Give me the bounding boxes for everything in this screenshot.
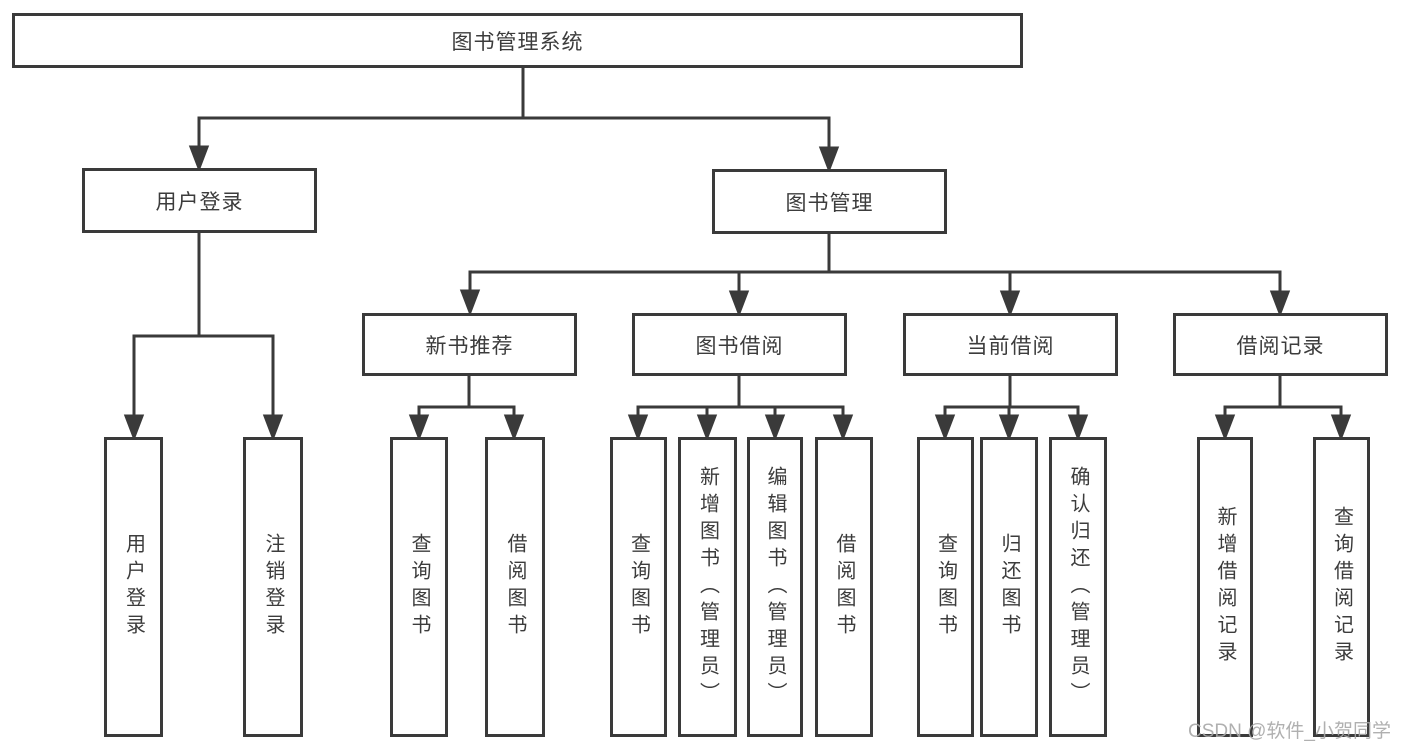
- node-label: 用户登录: [155, 190, 244, 214]
- node-label: 借阅记录: [1236, 334, 1325, 358]
- node-label: 新增图书（管理员）: [696, 465, 719, 709]
- node-label: 查询借阅记录: [1330, 506, 1353, 668]
- leaf-return-books: 归还图书: [980, 437, 1038, 737]
- node-label: 查询图书: [627, 533, 650, 641]
- leaf-query-books-recommend: 查询图书: [390, 437, 448, 737]
- node-label: 图书借阅: [695, 334, 784, 358]
- node-label: 借阅图书: [833, 533, 855, 641]
- leaf-confirm-return-admin: 确认归还（管理员）: [1049, 437, 1107, 737]
- leaf-borrow-books: 借阅图书: [815, 437, 873, 737]
- leaf-edit-book-admin: 编辑图书（管理员）: [747, 437, 803, 737]
- node-user-login-branch: 用户登录: [82, 168, 317, 233]
- leaf-query-books-current: 查询图书: [917, 437, 974, 737]
- node-borrowing-records: 借阅记录: [1173, 313, 1388, 376]
- node-label: 注销登录: [262, 533, 284, 641]
- node-book-management-branch: 图书管理: [712, 169, 947, 234]
- csdn-watermark: CSDN @软件_小贺同学: [1188, 721, 1391, 742]
- leaf-logout: 注销登录: [243, 437, 303, 737]
- leaf-query-borrow-record: 查询借阅记录: [1313, 437, 1370, 737]
- node-new-book-recommend: 新书推荐: [362, 313, 577, 376]
- node-label: 编辑图书（管理员）: [764, 465, 786, 709]
- node-label: 图书管理系统: [451, 30, 584, 54]
- node-label: 图书管理: [785, 191, 874, 215]
- node-label: 查询图书: [934, 533, 957, 641]
- node-label: 归还图书: [998, 533, 1020, 641]
- node-label: 用户登录: [122, 533, 145, 641]
- node-label: 新增借阅记录: [1214, 506, 1236, 668]
- leaf-query-books-borrow: 查询图书: [610, 437, 667, 737]
- leaf-borrow-books-recommend: 借阅图书: [485, 437, 545, 737]
- node-label: 借阅图书: [504, 533, 526, 641]
- node-label: 新书推荐: [425, 334, 514, 358]
- node-current-borrowing: 当前借阅: [903, 313, 1118, 376]
- node-library-management-system: 图书管理系统: [12, 13, 1023, 68]
- leaf-user-login: 用户登录: [104, 437, 163, 737]
- node-label: 确认归还（管理员）: [1067, 465, 1089, 709]
- node-book-borrowing: 图书借阅: [632, 313, 847, 376]
- leaf-add-book-admin: 新增图书（管理员）: [678, 437, 737, 737]
- leaf-add-borrow-record: 新增借阅记录: [1197, 437, 1253, 737]
- node-label: 当前借阅: [966, 334, 1055, 358]
- node-label: 查询图书: [408, 533, 430, 641]
